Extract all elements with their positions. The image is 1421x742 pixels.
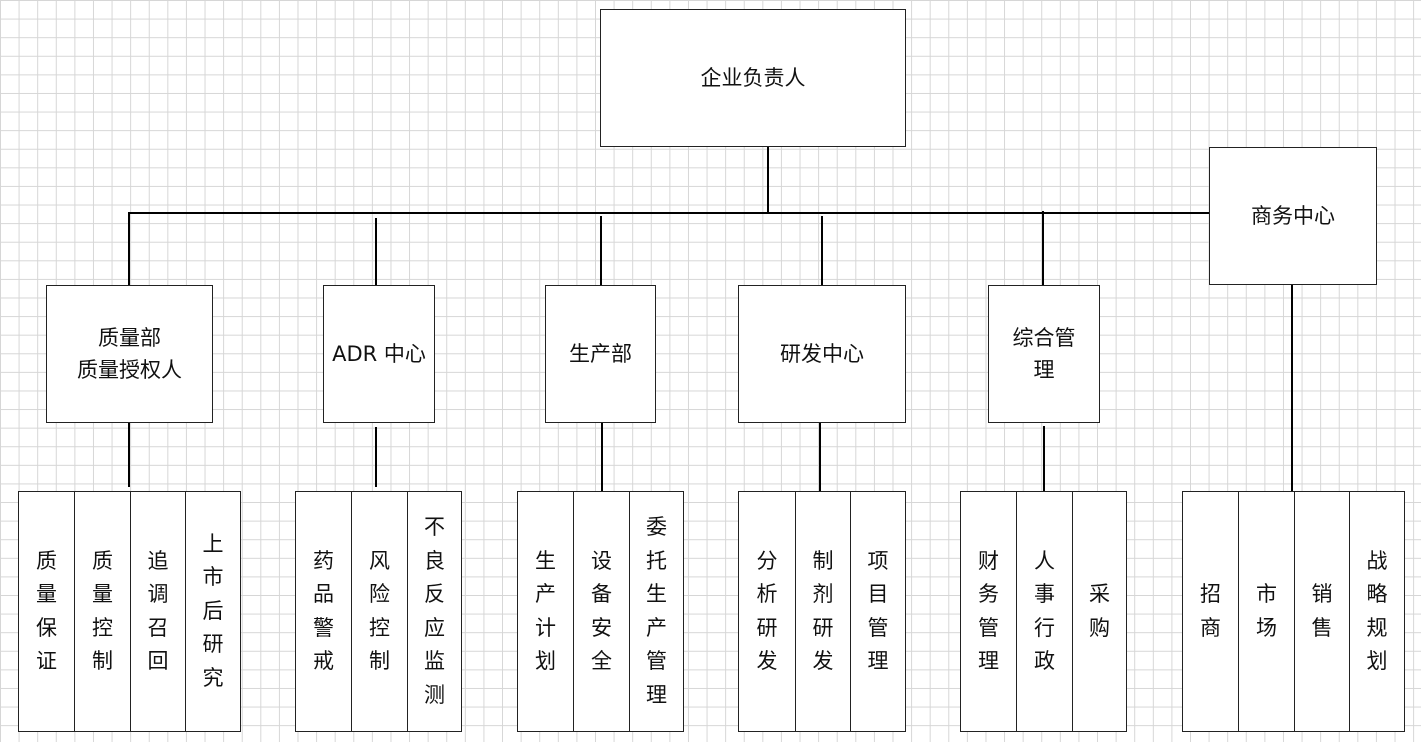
general-mgmt-node: 综合管 理 (988, 285, 1100, 423)
subunit-label: 制剂研发 (812, 548, 834, 674)
subunit-label: 上市后研究 (202, 531, 224, 690)
subunit-box: 追调召回 (130, 492, 185, 731)
department-label: 质量授权人 (77, 358, 182, 382)
department-label: 质量部 (98, 326, 161, 350)
department-label: 生产部 (569, 342, 632, 366)
subunit-box: 分析研发 (739, 492, 795, 731)
subunit-box: 不良反应监测 (407, 492, 461, 731)
subunit-label: 设备安全 (591, 548, 612, 674)
connector-line (767, 147, 769, 213)
business-center-node: 商务中心 (1209, 147, 1377, 285)
subunit-label: 不良反应监测 (424, 515, 445, 707)
subunit-box: 质量控制 (74, 492, 130, 731)
connector-line (1042, 211, 1044, 285)
subunit-box: 采购 (1072, 492, 1126, 731)
connector-line (1291, 285, 1293, 491)
subunit-box: 招商 (1183, 492, 1238, 731)
quality-dept-node: 质量部 质量授权人 (46, 285, 213, 423)
subunit-label: 销售 (1311, 582, 1333, 640)
subunit-label: 市场 (1256, 582, 1277, 640)
subunit-label: 质量保证 (36, 548, 57, 674)
business-subunits: 招商 市场 销售 战略规划 (1182, 491, 1405, 732)
department-label: 综合管 (1012, 326, 1076, 350)
rd-center-node: 研发中心 (738, 285, 906, 423)
department-label: 理 (1033, 358, 1055, 382)
subunit-label: 风险控制 (369, 548, 390, 674)
subunit-box: 战略规划 (1349, 492, 1404, 731)
subunit-box: 销售 (1294, 492, 1349, 731)
subunit-label: 药品警戒 (313, 548, 334, 674)
adr-subunits: 药品警戒 风险控制 不良反应监测 (295, 491, 462, 732)
connector-line (601, 423, 603, 491)
root-node-label: 企业负责人 (700, 66, 806, 90)
subunit-label: 战略规划 (1366, 548, 1388, 674)
rd-subunits: 分析研发 制剂研发 项目管理 (738, 491, 906, 732)
subunit-box: 风险控制 (351, 492, 407, 731)
subunit-box: 药品警戒 (296, 492, 351, 731)
subunit-box: 人事行政 (1016, 492, 1072, 731)
subunit-label: 人事行政 (1034, 548, 1055, 674)
subunit-label: 财务管理 (978, 548, 999, 674)
subunit-label: 追调召回 (147, 548, 169, 674)
subunit-box: 生产计划 (518, 492, 573, 731)
production-dept-node: 生产部 (545, 285, 656, 423)
subunit-box: 委托生产管理 (629, 492, 683, 731)
subunit-box: 上市后研究 (185, 492, 240, 731)
department-label: 研发中心 (780, 342, 864, 366)
production-subunits: 生产计划 设备安全 委托生产管理 (517, 491, 684, 732)
subunit-label: 质量控制 (92, 548, 113, 674)
subunit-label: 生产计划 (535, 548, 556, 674)
subunit-label: 分析研发 (756, 548, 778, 674)
subunit-label: 项目管理 (867, 548, 889, 674)
connector-line (128, 212, 1210, 214)
business-center-label: 商务中心 (1251, 204, 1335, 228)
adr-center-node: ADR 中心 (323, 285, 435, 423)
subunit-box: 市场 (1238, 492, 1294, 731)
subunit-label: 招商 (1200, 582, 1221, 640)
root-node: 企业负责人 (600, 9, 906, 147)
connector-line (600, 216, 602, 285)
department-label: ADR 中心 (332, 342, 426, 366)
connector-line (128, 212, 130, 285)
subunit-box: 制剂研发 (795, 492, 850, 731)
subunit-box: 质量保证 (19, 492, 74, 731)
connector-line (1043, 426, 1045, 494)
connector-line (375, 427, 377, 487)
subunit-box: 项目管理 (850, 492, 905, 731)
subunit-label: 采购 (1089, 582, 1110, 640)
connector-line (375, 218, 377, 285)
quality-subunits: 质量保证 质量控制 追调召回 上市后研究 (18, 491, 241, 732)
subunit-label: 委托生产管理 (646, 515, 667, 707)
connector-line (128, 423, 130, 487)
connector-line (821, 216, 823, 285)
subunit-box: 财务管理 (961, 492, 1016, 731)
connector-line (819, 423, 821, 492)
general-mgmt-subunits: 财务管理 人事行政 采购 (960, 491, 1127, 732)
subunit-box: 设备安全 (573, 492, 629, 731)
